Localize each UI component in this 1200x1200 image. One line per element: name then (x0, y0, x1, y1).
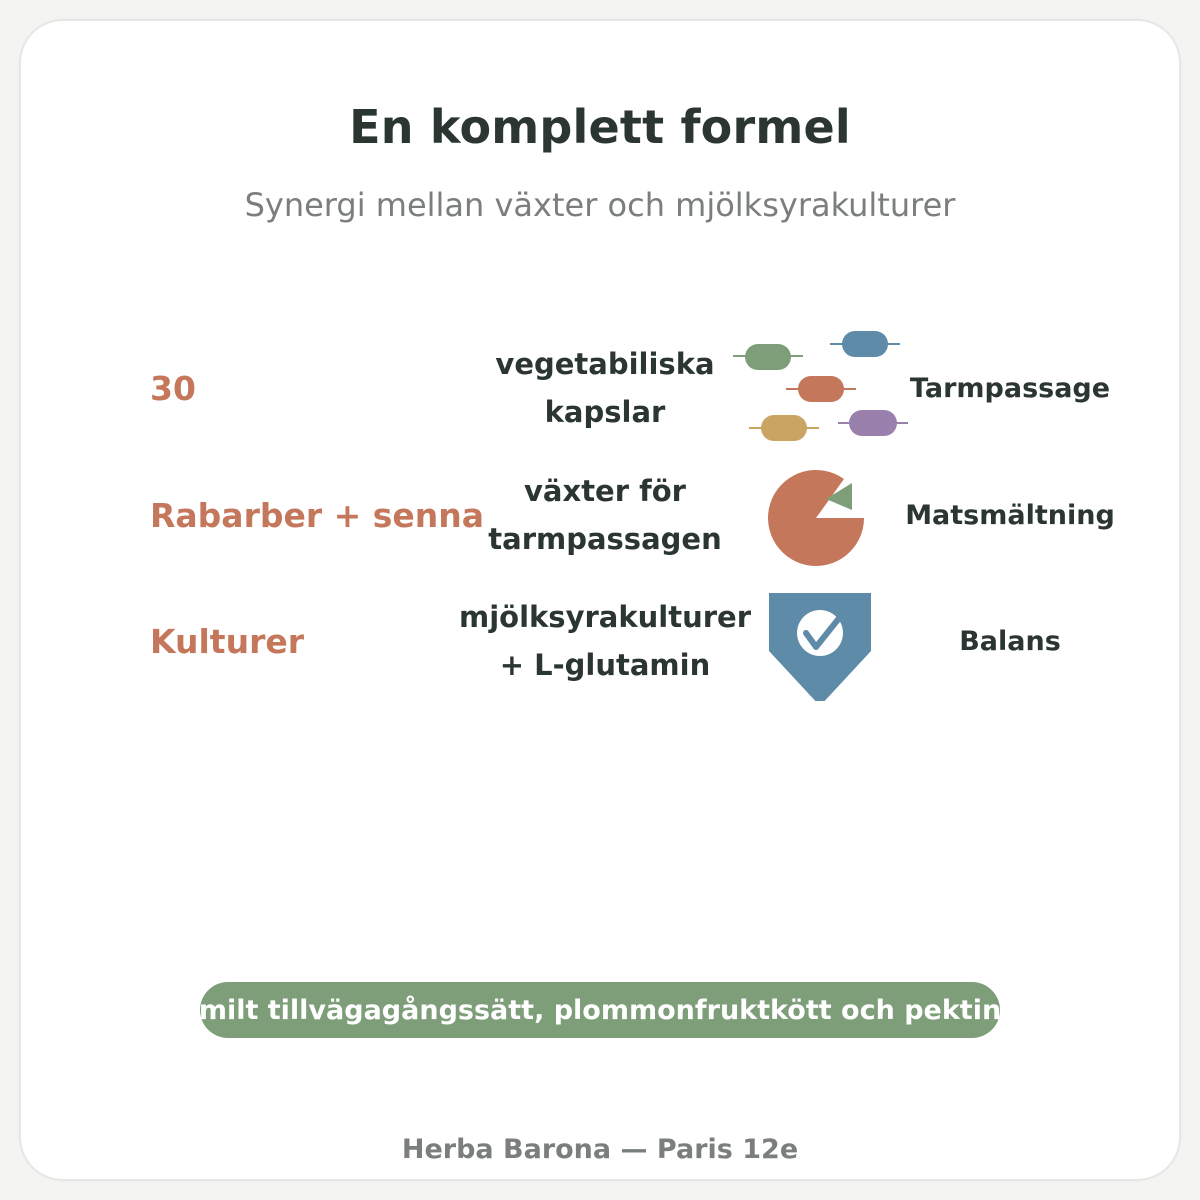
row-description: vegetabiliska kapslar (460, 328, 750, 448)
check-circle (797, 610, 843, 656)
capsule-mustard (749, 415, 819, 441)
row-description: mjölksyrakulturer + L-glutamin (459, 581, 751, 701)
page-subtitle: Synergi mellan växter och mjölksyrakultu… (244, 186, 956, 224)
capsule-purple (838, 410, 908, 436)
pie-slice-main (768, 469, 864, 566)
row-description: växter för tarmpassagen (460, 455, 750, 575)
formula-row-plants: Rabarber + senna växter för tarmpassagen… (0, 455, 1200, 575)
capsule-blue (830, 331, 900, 357)
formula-row-capsules: 30 vegetabiliska kapslar Tarmpassage (0, 328, 1200, 448)
row-description-text: mjölksyrakulturer + L-glutamin (459, 600, 751, 682)
row-lead: Rabarber + senna (150, 495, 485, 535)
formula-row-cultures: Kulturer mjölksyrakulturer + L-glutamin … (0, 581, 1200, 701)
row-lead: 30 (150, 368, 196, 408)
pie-chart-icon (768, 469, 864, 566)
row-effect: Balans (959, 625, 1061, 657)
row-description-text: växter för tarmpassagen (488, 474, 722, 556)
footer-brand: Herba Barona — Paris 12e (401, 1134, 799, 1165)
row-description-text: vegetabiliska kapslar (495, 347, 715, 429)
approach-badge: milt tillvägagångssätt, plommonfruktkött… (199, 982, 1001, 1038)
page-title: En komplett formel (349, 100, 851, 154)
check-mark (803, 614, 843, 650)
pie-slice-accent (826, 483, 852, 510)
row-lead: Kulturer (150, 621, 304, 661)
capsule-orange (786, 376, 856, 402)
shield-check-icon (769, 593, 871, 701)
capsules-icon (733, 331, 908, 441)
capsule-green (733, 344, 803, 370)
row-effect: Matsmältning (905, 499, 1115, 531)
row-effect: Tarmpassage (909, 372, 1111, 404)
